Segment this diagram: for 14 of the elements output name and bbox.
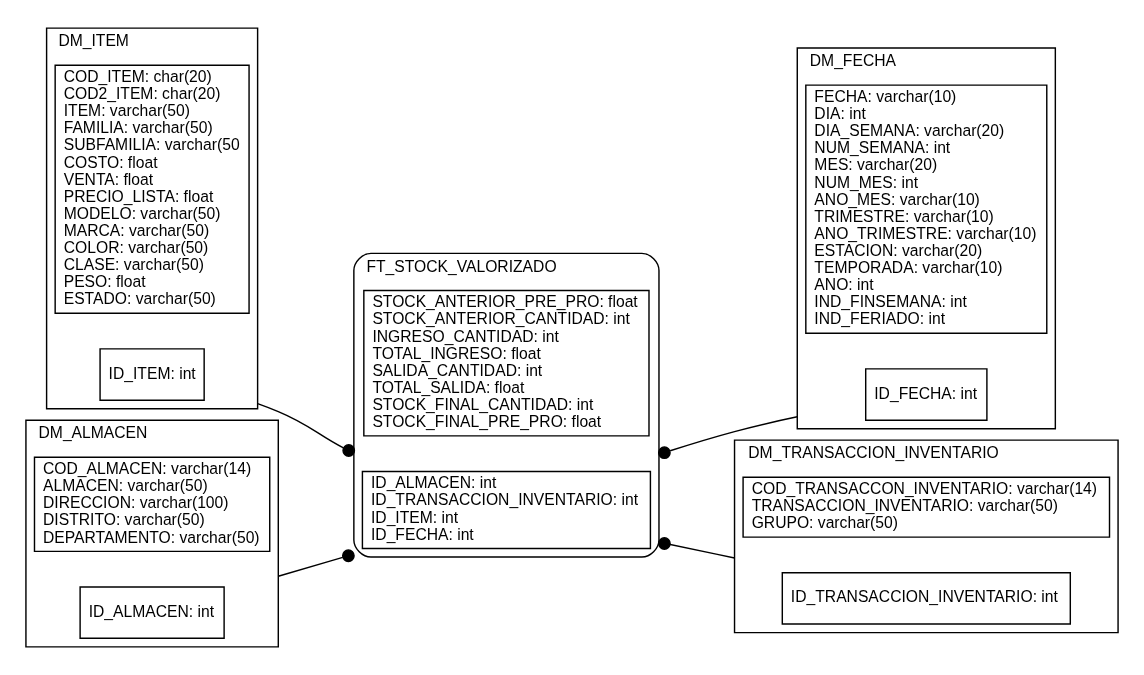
connector <box>277 549 355 577</box>
node-box: ID_FECHA: int <box>865 368 988 421</box>
node-box: COD_TRANSACCON_INVENTARIO: varchar(14) TRANSACCION_INVENTARIO: varchar(50) GRUPO: varchar(50) <box>742 476 1111 538</box>
connector <box>256 402 356 457</box>
node-box: FECHA: varchar(10) DIA: int DIA_SEMANA: varchar(20) NUM_SEMANA: int MES: varchar(20) NUM_MES: int ANO_MES: varchar(10) TRIMESTRE: varchar(10) ANO_TRIMESTRE: varchar(10) ESTACION: varchar(20) TEMPORADA: varchar(10) ANO: int IND_FINSEMANA: int IND_FERIADO: int <box>805 84 1048 334</box>
connector <box>657 416 798 460</box>
node-box: COD_ITEM: char(20) COD2_ITEM: char(20) ITEM: varchar(50) FAMILIA: varchar(50) SUBFAMILIA: varchar(50 COSTO: float VENTA: float PRECIO_LISTA: float MODELO: varchar(50) MARCA: varchar(50) COLOR: varchar(50) CLASE: varchar(50) PESO: float ESTADO: varchar(50) <box>54 64 250 314</box>
node-box: ID_ALMACEN: int ID_TRANSACCION_INVENTARIO: int ID_ITEM: int ID_FECHA: int <box>361 470 652 550</box>
connector <box>658 537 736 559</box>
node-box: ID_ITEM: int <box>99 348 205 401</box>
node-box: STOCK_ANTERIOR_PRE_PRO: float STOCK_ANTERIOR_CANTIDAD: int INGRESO_CANTIDAD: int TOTAL_INGRESO: float SALIDA_CANTIDAD: int TOTAL_SALIDA: float STOCK_FINAL_CANTIDAD: int STOCK_FINAL_PRE_PRO: float <box>363 289 650 437</box>
node-box: ID_TRANSACCION_INVENTARIO: int <box>781 572 1071 625</box>
node-box: ID_ALMACEN: int <box>79 586 225 640</box>
node-box: COD_ALMACEN: varchar(14) ALMACEN: varchar(50) DIRECCION: varchar(100) DISTRITO: varchar(50) DEPARTAMENTO: varchar(50) <box>33 456 271 553</box>
